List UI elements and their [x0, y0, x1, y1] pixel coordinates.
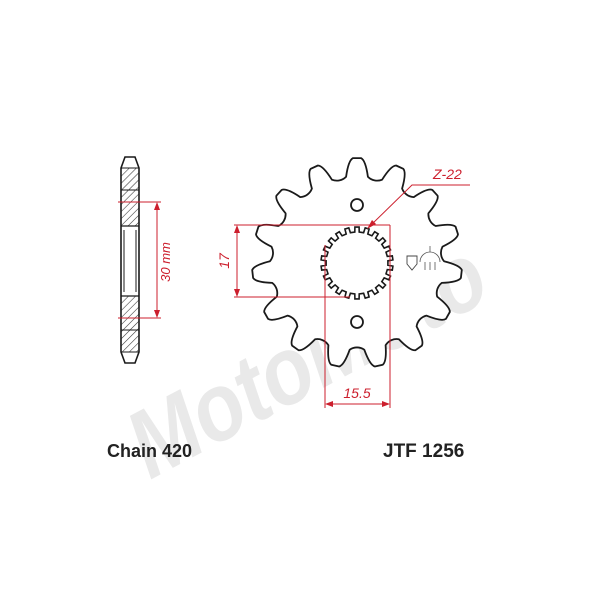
dimension-30mm: 30 mm	[118, 201, 173, 319]
mounting-hole-bottom	[350, 315, 364, 329]
dimension-30mm-label: 30 mm	[158, 242, 173, 282]
sprocket-front-view	[251, 157, 463, 368]
dimension-17: 17	[216, 224, 390, 298]
mounting-hole-top	[350, 198, 364, 212]
spline-bore	[320, 226, 394, 300]
shield-mark-icon	[406, 255, 418, 271]
side-profile-view	[120, 156, 140, 364]
teeth-count-label: Z-22	[432, 166, 462, 182]
dimension-z22: Z-22	[367, 166, 470, 229]
part-number-label: JTF 1256	[383, 441, 464, 462]
dimension-15-5: 15.5	[324, 225, 391, 408]
height-17-label: 17	[216, 252, 232, 269]
chain-size-label: Chain 420	[107, 441, 192, 461]
emblem-icon	[419, 246, 441, 270]
width-15-5-label: 15.5	[343, 385, 370, 401]
